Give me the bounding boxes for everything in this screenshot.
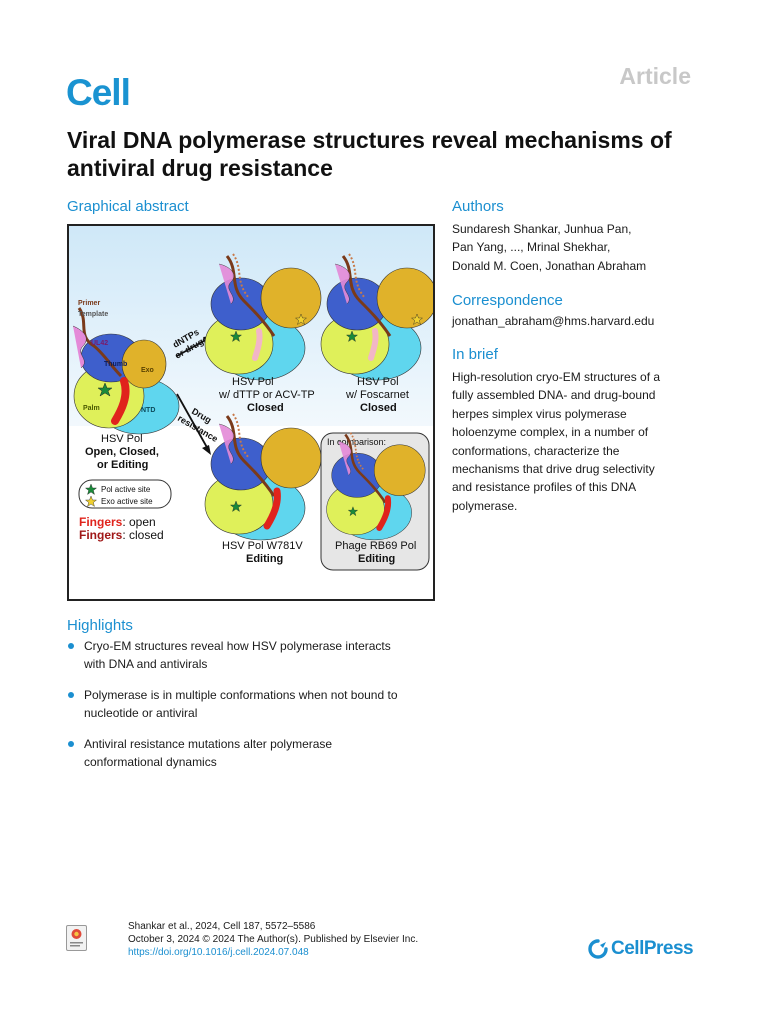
highlight-item: Antiviral resistance mutations alter pol…: [67, 735, 447, 771]
check-for-updates-icon[interactable]: [66, 925, 87, 951]
in-brief-line: High-resolution cryo-EM structures of a: [452, 370, 661, 384]
in-brief-line: mechanisms that drive drug selectivity: [452, 462, 655, 477]
foscarnet-label-line2: w/ Foscarnet: [345, 389, 409, 401]
paper-title: Viral DNA polymerase structures reveal m…: [67, 127, 672, 181]
cellpress-wordmark: CellPress: [611, 938, 694, 959]
authors-line: Sundaresh Shankar, Junhua Pan,: [452, 222, 632, 236]
hsv-pol-w781v-structure: [203, 412, 323, 542]
hsv-pol-foscarnet-structure: [319, 252, 433, 382]
hsv-pol-dttp-structure: [203, 252, 323, 382]
correspondence-heading: Correspondence: [452, 292, 563, 309]
in-brief-line: fully assembled DNA- and drug-bound: [452, 388, 656, 403]
highlight-line: conformational dynamics: [84, 755, 217, 769]
exo-label: Exo: [141, 367, 154, 374]
highlight-line: with DNA and antivirals: [84, 657, 208, 671]
highlights-list: Cryo-EM structures reveal how HSV polyme…: [67, 637, 447, 784]
comparison-label: In comparison:: [327, 437, 386, 447]
highlights-heading: Highlights: [67, 617, 133, 634]
graphical-abstract-illustration: Primer Template UL42 Thumb Exo Palm NTD …: [69, 226, 433, 599]
footer-citation: Shankar et al., 2024, Cell 187, 5572–558…: [128, 920, 418, 959]
in-brief-line: herpes simplex virus polymerase: [452, 406, 627, 421]
cellpress-mark-icon: [588, 939, 608, 959]
correspondence-email-link[interactable]: jonathan_abraham@hms.harvard.edu: [452, 314, 655, 328]
thumb-label: Thumb: [104, 361, 127, 368]
fingers-open-legend: Fingers: open: [79, 515, 156, 529]
citation-line: Shankar et al., 2024, Cell 187, 5572–558…: [128, 921, 316, 932]
ntd-label: NTD: [141, 407, 155, 414]
hsv-pol-state-line1: Open, Closed,: [85, 446, 159, 458]
bullet-icon: [68, 692, 74, 698]
highlight-line: Antiviral resistance mutations alter pol…: [84, 737, 333, 751]
hsv-pol-main-structure: [72, 307, 180, 435]
hsv-pol-label: HSV Pol: [101, 433, 143, 445]
authors-heading: Authors: [452, 198, 504, 215]
dttp-label-line1: HSV Pol: [232, 376, 274, 388]
in-brief-text: High-resolution cryo-EM structures of a …: [452, 368, 702, 515]
cell-journal-logo: Cell: [66, 72, 131, 113]
graphical-abstract-heading: Graphical abstract: [67, 198, 189, 215]
foscarnet-label-line1: HSV Pol: [357, 376, 399, 388]
legend-exo-active-site: Exo active site: [101, 497, 153, 506]
highlight-line: nucleotide or antiviral: [84, 706, 198, 720]
authors-line: Donald M. Coen, Jonathan Abraham: [452, 258, 647, 273]
ul42-label: UL42: [91, 340, 108, 347]
primer-label: Primer: [78, 300, 100, 307]
highlight-item: Cryo-EM structures reveal how HSV polyme…: [67, 637, 447, 673]
highlight-item: Polymerase is in multiple conformations …: [67, 686, 447, 722]
rb69-label: Phage RB69 Pol: [335, 540, 416, 552]
bullet-icon: [68, 741, 74, 747]
in-brief-heading: In brief: [452, 346, 498, 363]
foscarnet-state: Closed: [360, 402, 397, 414]
in-brief-line: conformations, characterize the: [452, 443, 620, 458]
authors-list: Sundaresh Shankar, Junhua Pan, Pan Yang,…: [452, 220, 646, 275]
date-copyright-line: October 3, 2024 © 2024 The Author(s). Pu…: [128, 934, 419, 945]
template-label: Template: [78, 311, 108, 318]
active-site-legend: [78, 479, 172, 509]
w781v-label: HSV Pol W781V: [222, 540, 303, 552]
in-brief-line: holoenzyme complex, in a number of: [452, 425, 649, 440]
in-brief-line: and resistance profiles of this DNA: [452, 480, 637, 495]
drug-resistance-arrow: [176, 393, 211, 455]
graphical-abstract-figure: Primer Template UL42 Thumb Exo Palm NTD …: [67, 224, 435, 601]
rb69-pol-structure: [325, 431, 427, 542]
legend-pol-active-site: Pol active site: [101, 485, 151, 494]
palm-label: Palm: [83, 405, 100, 412]
highlight-line: Cryo-EM structures reveal how HSV polyme…: [84, 639, 391, 653]
hsv-pol-state-line2: or Editing: [97, 459, 148, 471]
doi-link[interactable]: https://doi.org/10.1016/j.cell.2024.07.0…: [128, 947, 309, 958]
fingers-closed-legend: Fingers: closed: [79, 528, 164, 542]
rb69-state: Editing: [358, 553, 395, 565]
bullet-icon: [68, 643, 74, 649]
authors-line: Pan Yang, ..., Mrinal Shekhar,: [452, 240, 611, 255]
highlight-line: Polymerase is in multiple conformations …: [84, 688, 398, 702]
in-brief-line: polymerase.: [452, 498, 518, 513]
article-type-label: Article: [619, 63, 691, 89]
dttp-state: Closed: [247, 402, 284, 414]
w781v-state: Editing: [246, 553, 283, 565]
cellpress-logo: CellPress: [588, 938, 694, 960]
dttp-label-line2: w/ dTTP or ACV-TP: [218, 389, 315, 401]
